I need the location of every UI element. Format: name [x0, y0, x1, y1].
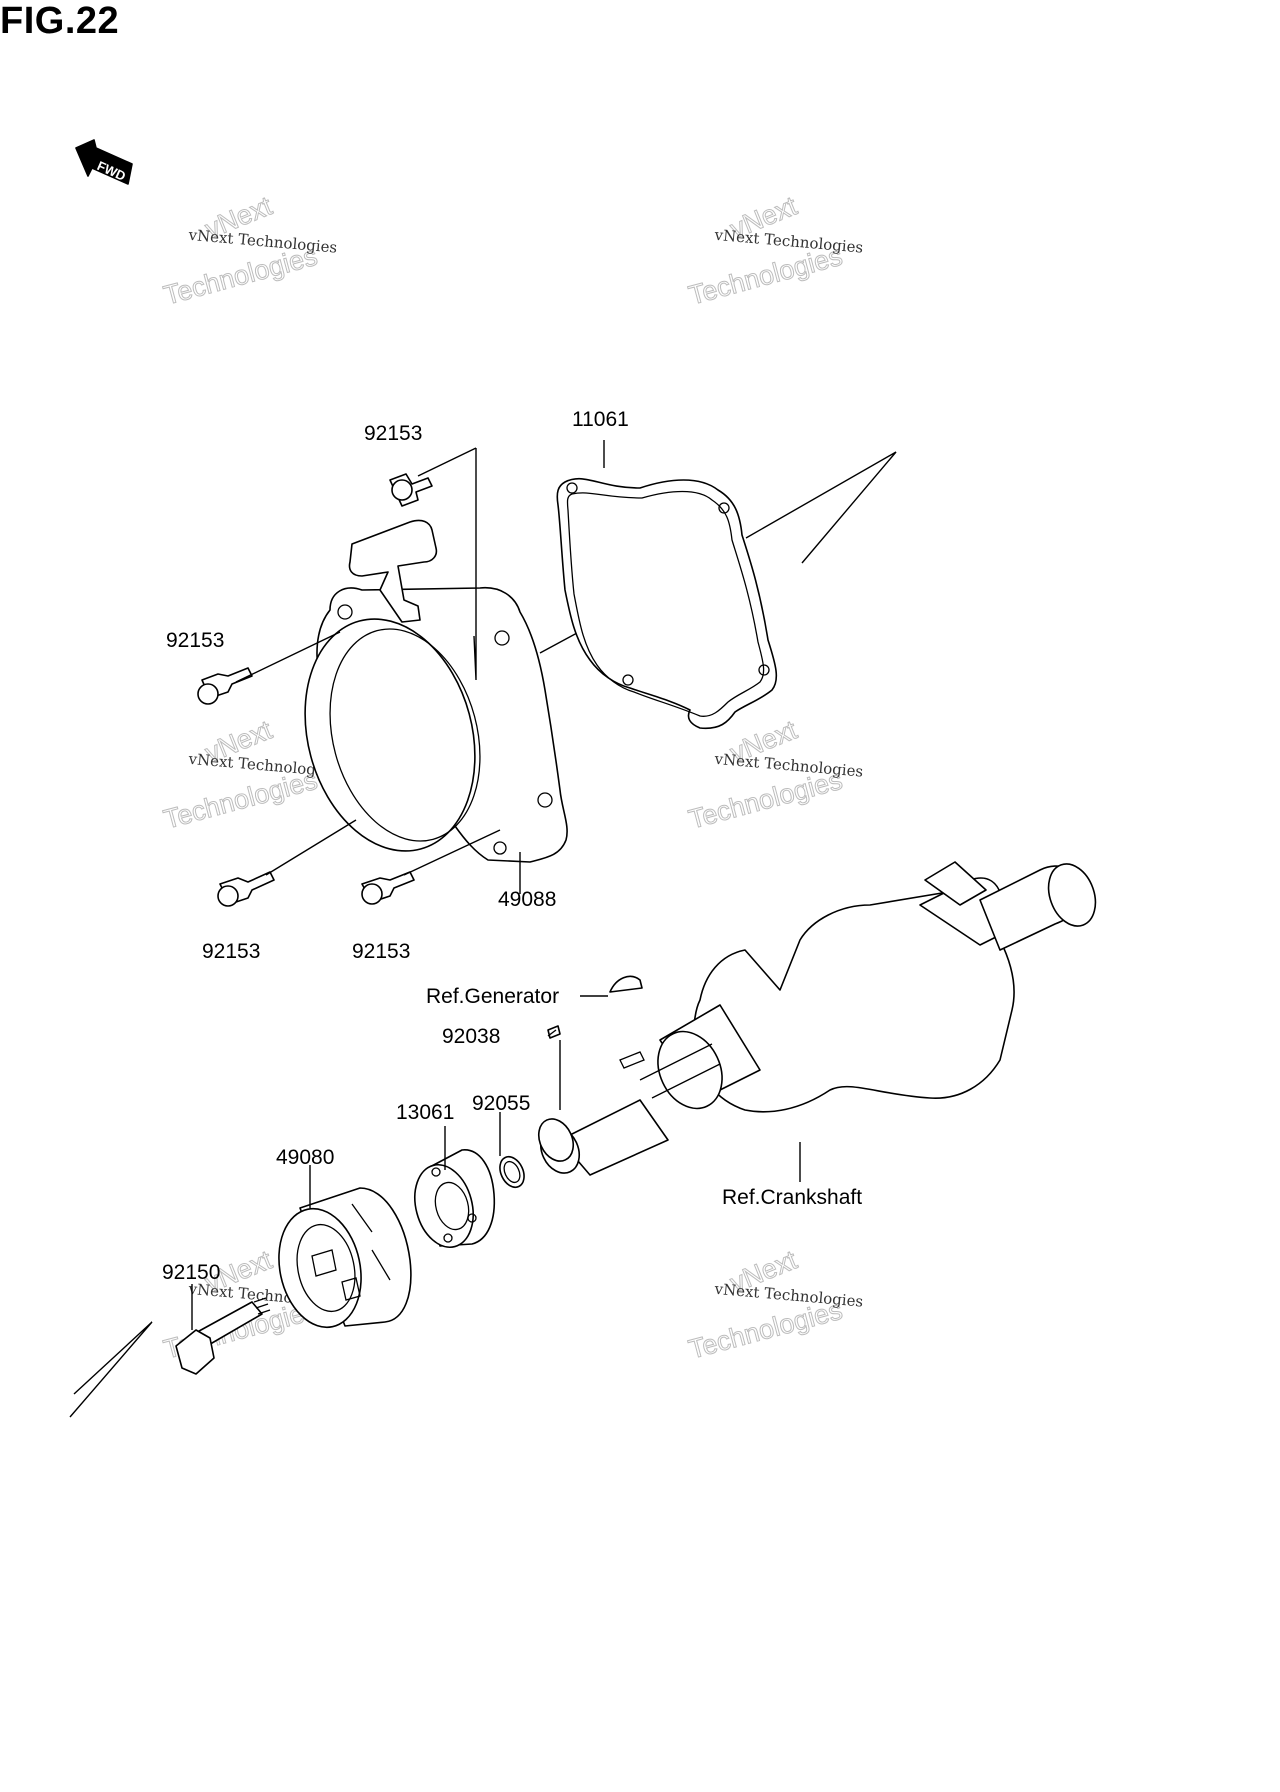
- gasket: [556, 477, 778, 730]
- label-recoil-starter: 49088: [498, 888, 556, 911]
- label-o-ring: 92055: [472, 1092, 530, 1115]
- woodruff-key: [609, 975, 643, 993]
- o-ring: [499, 1155, 525, 1189]
- label-ref-generator: Ref.Generator: [426, 985, 559, 1008]
- svg-text:vNext Technologies: vNext Technologies: [187, 226, 338, 257]
- leader-lines: [191, 440, 801, 1330]
- label-cup: 13061: [396, 1101, 454, 1124]
- label-flange-bolt: 92150: [162, 1261, 220, 1284]
- bolt-left: [197, 667, 253, 705]
- label-bolt-lower-left: 92153: [202, 940, 260, 963]
- label-bolt-left: 92153: [166, 629, 224, 652]
- watermark-bottom-right: vNext Technologies vNext Technologies: [685, 1244, 864, 1365]
- svg-text:vNext Technologies: vNext Technologies: [713, 226, 864, 257]
- label-pulley: 49080: [276, 1146, 334, 1169]
- bolt-top: [389, 473, 433, 507]
- watermark-mid-right: vNext Technologies vNext Technologies: [685, 714, 864, 835]
- bolt-lower-mid: [361, 871, 415, 905]
- label-gasket: 11061: [572, 408, 629, 431]
- forward-arrow-icon: FWD: [75, 139, 133, 185]
- label-bolt-lower-mid: 92153: [352, 940, 410, 963]
- figure-title: FIG.22: [0, 0, 120, 42]
- svg-text:vNext Technologies: vNext Technologies: [713, 750, 864, 781]
- svg-text:vNext Technologies: vNext Technologies: [713, 1280, 864, 1311]
- pulley: [278, 1187, 412, 1329]
- label-ref-crankshaft: Ref.Crankshaft: [722, 1186, 862, 1209]
- recoil-starter: [304, 519, 568, 863]
- flange-bolt: [175, 1297, 271, 1375]
- cup: [414, 1149, 496, 1249]
- bolt-lower-left: [217, 871, 275, 907]
- watermark-top-left: vNext Technologies vNext Technologies: [160, 190, 338, 311]
- label-bolt-top: 92153: [364, 422, 422, 445]
- assembly-axis-bottom: [69, 1321, 153, 1418]
- crankshaft: [537, 861, 1097, 1176]
- watermark-top-right: vNext Technologies vNext Technologies: [685, 190, 864, 311]
- label-key: 92038: [442, 1025, 500, 1048]
